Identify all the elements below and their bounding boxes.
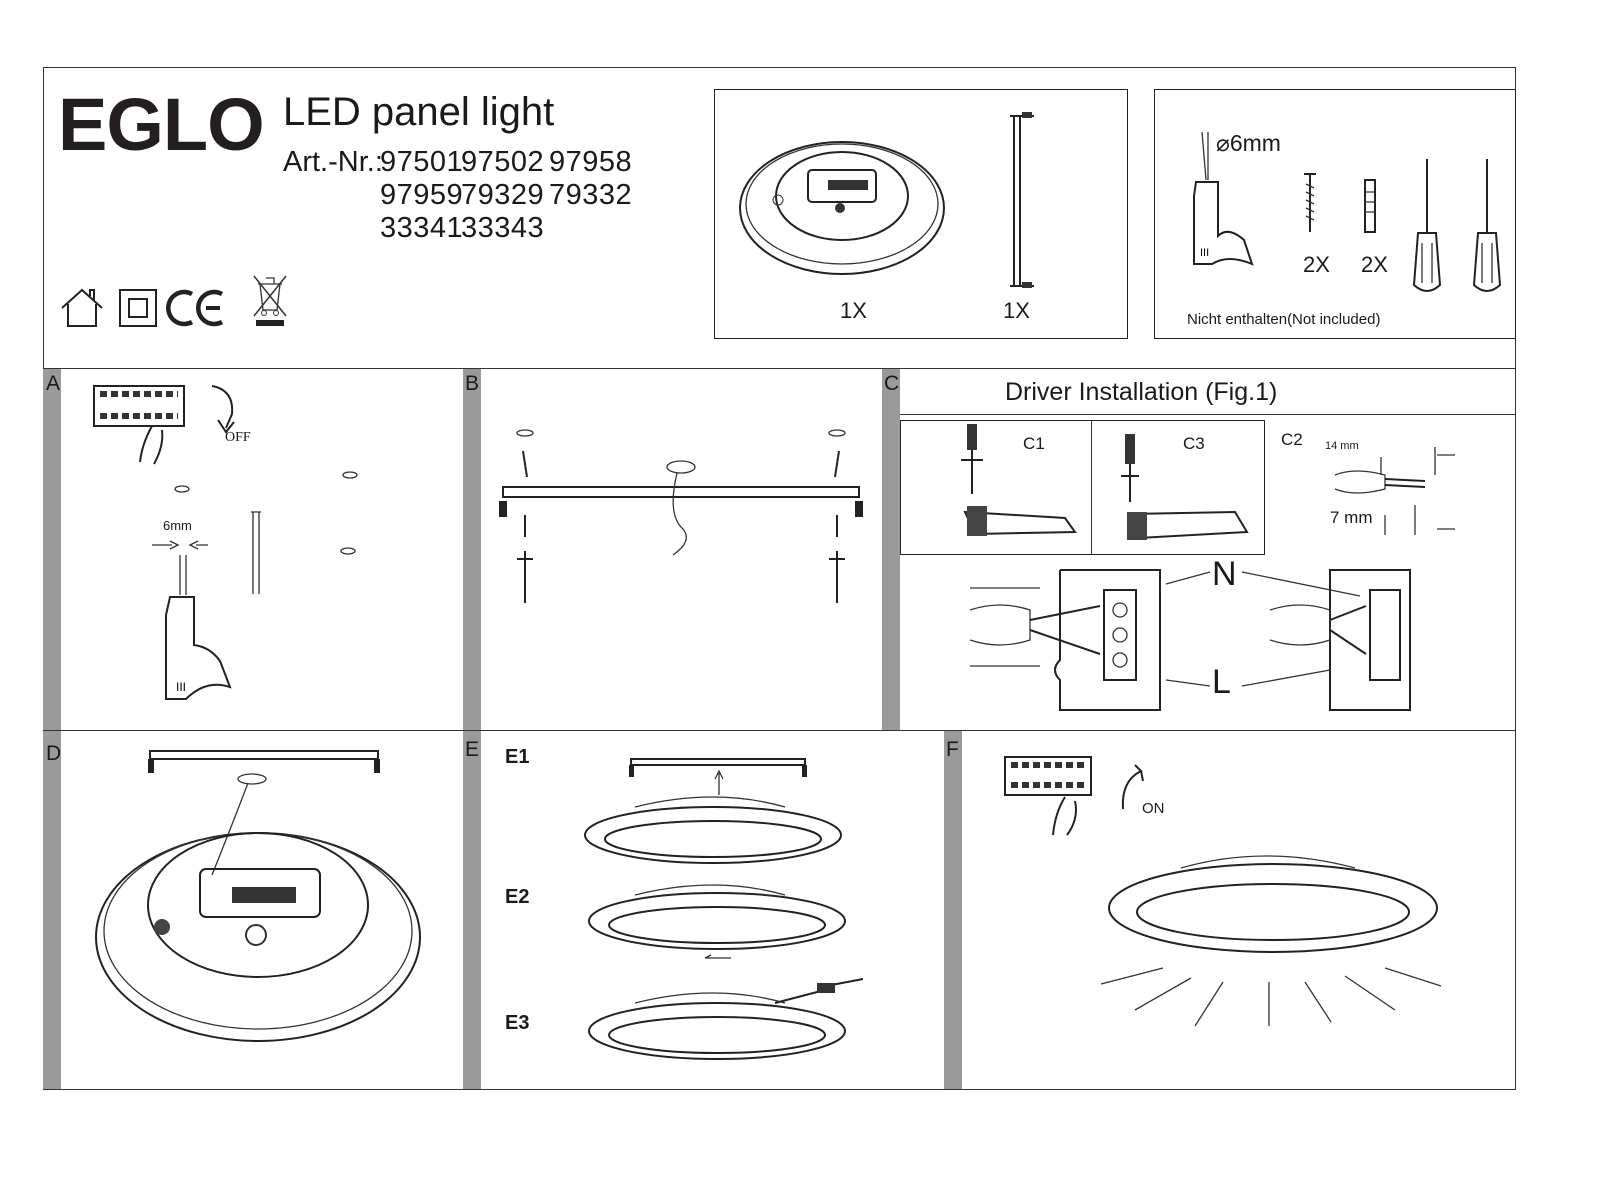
driver-installation-title: Driver Installation (Fig.1) bbox=[1005, 378, 1278, 406]
svg-text:III: III bbox=[176, 680, 186, 694]
art-number: 79332 bbox=[549, 179, 633, 211]
separator-d-left bbox=[43, 731, 61, 1089]
drill-icon: III bbox=[152, 540, 232, 700]
bracket-side-icon bbox=[251, 511, 261, 594]
phillips-screwdriver-icon bbox=[1472, 159, 1502, 292]
art-number: 97502 bbox=[461, 146, 545, 178]
ce-mark-icon bbox=[166, 289, 224, 327]
divider-middle bbox=[43, 730, 1516, 731]
drill-hole-marks bbox=[174, 471, 358, 555]
panel-a-letter: A bbox=[46, 372, 61, 395]
art-number: 97958 bbox=[549, 146, 633, 178]
brand-logo: EGLO bbox=[58, 83, 265, 166]
panel-c-letter: C bbox=[884, 372, 900, 395]
strip-14mm-label: 14 mm bbox=[1325, 440, 1359, 452]
c1-driver-screwdriver-icon bbox=[961, 424, 1077, 536]
driver-connected-panel-icon bbox=[95, 750, 421, 1042]
art-number-label: Art.-Nr.: bbox=[283, 146, 383, 178]
neutral-label: N bbox=[1212, 555, 1237, 593]
art-number: 33343 bbox=[461, 212, 545, 244]
not-included-note: Nicht enthalten(Not included) bbox=[1187, 311, 1381, 328]
contents-qty-panel: 1X bbox=[840, 298, 867, 323]
art-number: 97501 bbox=[380, 146, 464, 178]
e2-label: E2 bbox=[505, 886, 530, 908]
separator-a-left bbox=[43, 369, 61, 730]
package-contents-box bbox=[714, 89, 1128, 339]
e3-label: E3 bbox=[505, 1012, 530, 1034]
c-title-divider bbox=[900, 414, 1516, 415]
c3-driver-screwdriver-icon bbox=[1121, 434, 1249, 540]
on-label: ON bbox=[1142, 800, 1165, 817]
product-title: LED panel light bbox=[283, 90, 555, 134]
panel-e-letter: E bbox=[465, 738, 480, 761]
separator-bc bbox=[882, 369, 900, 730]
panel-lit-icon bbox=[1100, 855, 1442, 1027]
panel-f-letter: F bbox=[946, 738, 959, 761]
screw-qty-label: 2X bbox=[1303, 252, 1330, 277]
drill-6mm-label: 6mm bbox=[163, 518, 192, 533]
off-label: OFF bbox=[225, 430, 251, 445]
panel-b-letter: B bbox=[465, 372, 480, 395]
art-number: 97959 bbox=[380, 179, 464, 211]
art-number: 33341 bbox=[380, 212, 464, 244]
svg-text:III: III bbox=[1200, 247, 1209, 259]
wire-strip-diagram bbox=[1334, 447, 1455, 535]
contents-qty-bracket: 1X bbox=[1003, 298, 1030, 323]
separator-ab bbox=[463, 369, 481, 730]
mounting-bracket-icon bbox=[1010, 112, 1034, 288]
live-label: L bbox=[1212, 663, 1231, 701]
fuse-box-off-icon bbox=[93, 385, 235, 465]
divider-header bbox=[43, 368, 1516, 369]
strip-7mm-label: 7 mm bbox=[1330, 508, 1373, 527]
c2-label: C2 bbox=[1281, 430, 1303, 449]
class-ii-icon bbox=[119, 289, 157, 327]
screw-icon bbox=[1304, 173, 1316, 232]
e1-label: E1 bbox=[505, 746, 530, 768]
panel-light-back-icon bbox=[739, 141, 945, 275]
fuse-box-on-icon bbox=[1004, 756, 1144, 836]
art-number: 79329 bbox=[461, 179, 545, 211]
separator-de bbox=[463, 731, 481, 1089]
drill-icon: III bbox=[1193, 131, 1254, 266]
terminal-wiring-diagram bbox=[969, 569, 1411, 711]
c3-label: C3 bbox=[1183, 434, 1205, 453]
panel-attach-steps-icon bbox=[584, 758, 864, 1060]
bracket-mounting-icon bbox=[499, 429, 863, 603]
flat-screwdriver-icon bbox=[1412, 159, 1442, 292]
c1-c3-box bbox=[900, 420, 1265, 555]
plug-qty-label: 2X bbox=[1361, 252, 1388, 277]
c1-c3-divider bbox=[1091, 420, 1092, 555]
drill-size-label: ⌀6mm bbox=[1216, 130, 1281, 156]
weee-bin-icon bbox=[253, 275, 287, 326]
panel-d-letter: D bbox=[46, 742, 62, 765]
wall-plug-icon bbox=[1364, 179, 1376, 233]
house-icon bbox=[61, 288, 103, 327]
tools-box bbox=[1154, 89, 1516, 339]
separator-ef bbox=[944, 731, 962, 1089]
c1-label: C1 bbox=[1023, 434, 1045, 453]
